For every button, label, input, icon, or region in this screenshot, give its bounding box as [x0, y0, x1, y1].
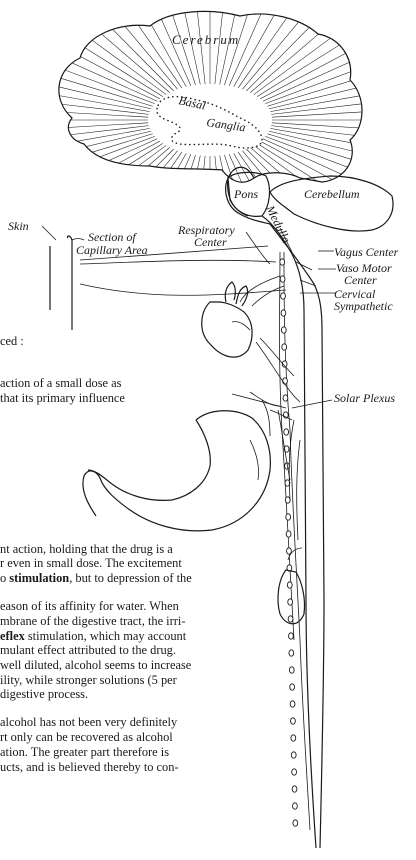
text-line: eflex stimulation, which may account — [0, 629, 187, 643]
text-span-bold: eflex — [0, 629, 26, 643]
text-line: ced : — [0, 334, 24, 348]
label-respiratory-center: Center — [194, 235, 227, 249]
cerebrum-hatch-line — [271, 100, 397, 115]
text-line: ation. The greater part therefore is — [0, 745, 169, 759]
cerebrum-hatch-line — [21, 123, 149, 130]
cerebrum-hatch-line — [48, 139, 157, 188]
cerebrum-hatch-line — [25, 90, 149, 112]
ganglion-node — [288, 616, 293, 622]
label-section-of: Section of — [88, 230, 137, 244]
label-vagus-center: Vagus Center — [334, 245, 399, 259]
ganglion-node — [293, 820, 298, 826]
stomach — [83, 411, 270, 531]
ganglion-node — [292, 786, 297, 792]
text-line: eason of its affinity for water. When — [0, 599, 179, 613]
ganglion-node — [287, 582, 292, 588]
label-vaso-center: Center — [344, 273, 377, 287]
ganglion-node — [289, 650, 294, 656]
cerebrum-hatch-line — [234, 0, 283, 87]
text-line: ucts, and is believed thereby to con- — [0, 760, 179, 774]
cerebrum-hatch-line — [48, 52, 157, 101]
ganglion-node — [289, 667, 294, 673]
ganglion-node — [293, 803, 298, 809]
cerebrum-hatch-line — [265, 61, 379, 104]
text-line: r even in small dose. The excitement — [0, 556, 182, 570]
ganglion-node — [291, 752, 296, 758]
ganglion-node — [281, 310, 286, 316]
text-line: ility, while stronger solutions (5 per — [0, 673, 178, 687]
ganglion-node — [281, 327, 286, 333]
cerebrum-hatch-line — [271, 126, 397, 141]
ganglion-node — [290, 684, 295, 690]
cerebrum-hatch-line — [66, 143, 163, 204]
text-span-bold: stimulation — [9, 571, 69, 585]
text-line: rt only can be recovered as alcohol — [0, 730, 173, 744]
ganglion-node — [291, 735, 296, 741]
ganglion-node — [282, 344, 287, 350]
cerebrum-hatch-line — [272, 123, 400, 130]
cerebrum-hatch-line — [22, 126, 148, 141]
ganglion-node — [280, 276, 285, 282]
ganglion-node — [283, 378, 288, 384]
ganglion-node — [289, 633, 294, 639]
cerebrum-hatch-line — [25, 128, 149, 150]
label-solar-plexus: Solar Plexus — [334, 391, 395, 405]
text-span: , but to depression of the — [69, 571, 192, 585]
cerebrum-hatch-line — [34, 70, 152, 106]
ganglion-node — [291, 718, 296, 724]
label-pons: Pons — [233, 187, 258, 201]
text-line: nt action, holding that the drug is a — [0, 542, 173, 556]
cerebrum-hatch-line — [76, 145, 167, 211]
text-line: mulant effect attributed to the drug. — [0, 643, 176, 657]
ganglion-node — [286, 514, 291, 520]
cerebrum-hatch-line — [272, 110, 400, 117]
text-line: o stimulation, but to depression of the — [0, 571, 192, 585]
cerebrum-hatch-line — [21, 110, 149, 117]
cerebrum-hatch-line — [270, 128, 394, 150]
label-cerebrum: Cerebrum — [172, 32, 240, 47]
diagram-labels: Cerebrum Basal Ganglia Pons Cerebellum M… — [8, 32, 399, 405]
ganglion-node — [292, 769, 297, 775]
label-capillary-area: Capillary Area — [76, 243, 148, 257]
ganglion-node — [290, 701, 295, 707]
label-cerebellum: Cerebellum — [304, 187, 360, 201]
text-line: mbrane of the digestive tract, the irri- — [0, 614, 185, 628]
ganglion-node — [284, 429, 289, 435]
ganglion-node — [288, 599, 293, 605]
text-line: alcohol has not been very definitely — [0, 715, 178, 729]
cerebrum-hatch-line — [56, 141, 160, 196]
ganglion-node — [283, 395, 288, 401]
text-span: stimulation, which may account — [25, 629, 187, 643]
text-span: o — [0, 571, 9, 585]
cerebrum-hatch-line — [267, 70, 385, 106]
cerebrum-hatch-line — [41, 136, 155, 179]
skin-section — [42, 226, 84, 330]
ganglion-node — [281, 293, 286, 299]
cerebrum-hatch-line — [111, 9, 178, 89]
cerebrum-hatch-line — [242, 9, 309, 89]
cerebrum-hatch-line — [22, 100, 148, 115]
cerebrum-hatch-line — [270, 90, 394, 112]
text-line: digestive process. — [0, 687, 88, 701]
text-line: action of a small dose as — [0, 376, 122, 390]
cerebrum-hatch-line — [267, 134, 385, 170]
ganglion-node — [287, 548, 292, 554]
ganglion-node — [280, 259, 285, 265]
cerebrum-hatch-line — [111, 151, 178, 231]
body-text: ced : action of a small dose as that its… — [0, 334, 192, 774]
ganglion-node — [285, 497, 290, 503]
cerebrum-hatch-line — [263, 139, 372, 188]
cerebrum-hatch-line — [34, 134, 152, 170]
label-sympathetic: Sympathetic — [334, 299, 393, 313]
text-line: well diluted, alcohol seems to increase — [0, 658, 192, 672]
text-line: that its primary influence — [0, 391, 125, 405]
label-skin: Skin — [8, 219, 29, 233]
ganglion-node — [286, 531, 291, 537]
cerebrum-hatch-line — [41, 61, 155, 104]
cerebrum-hatch-line — [263, 52, 372, 101]
